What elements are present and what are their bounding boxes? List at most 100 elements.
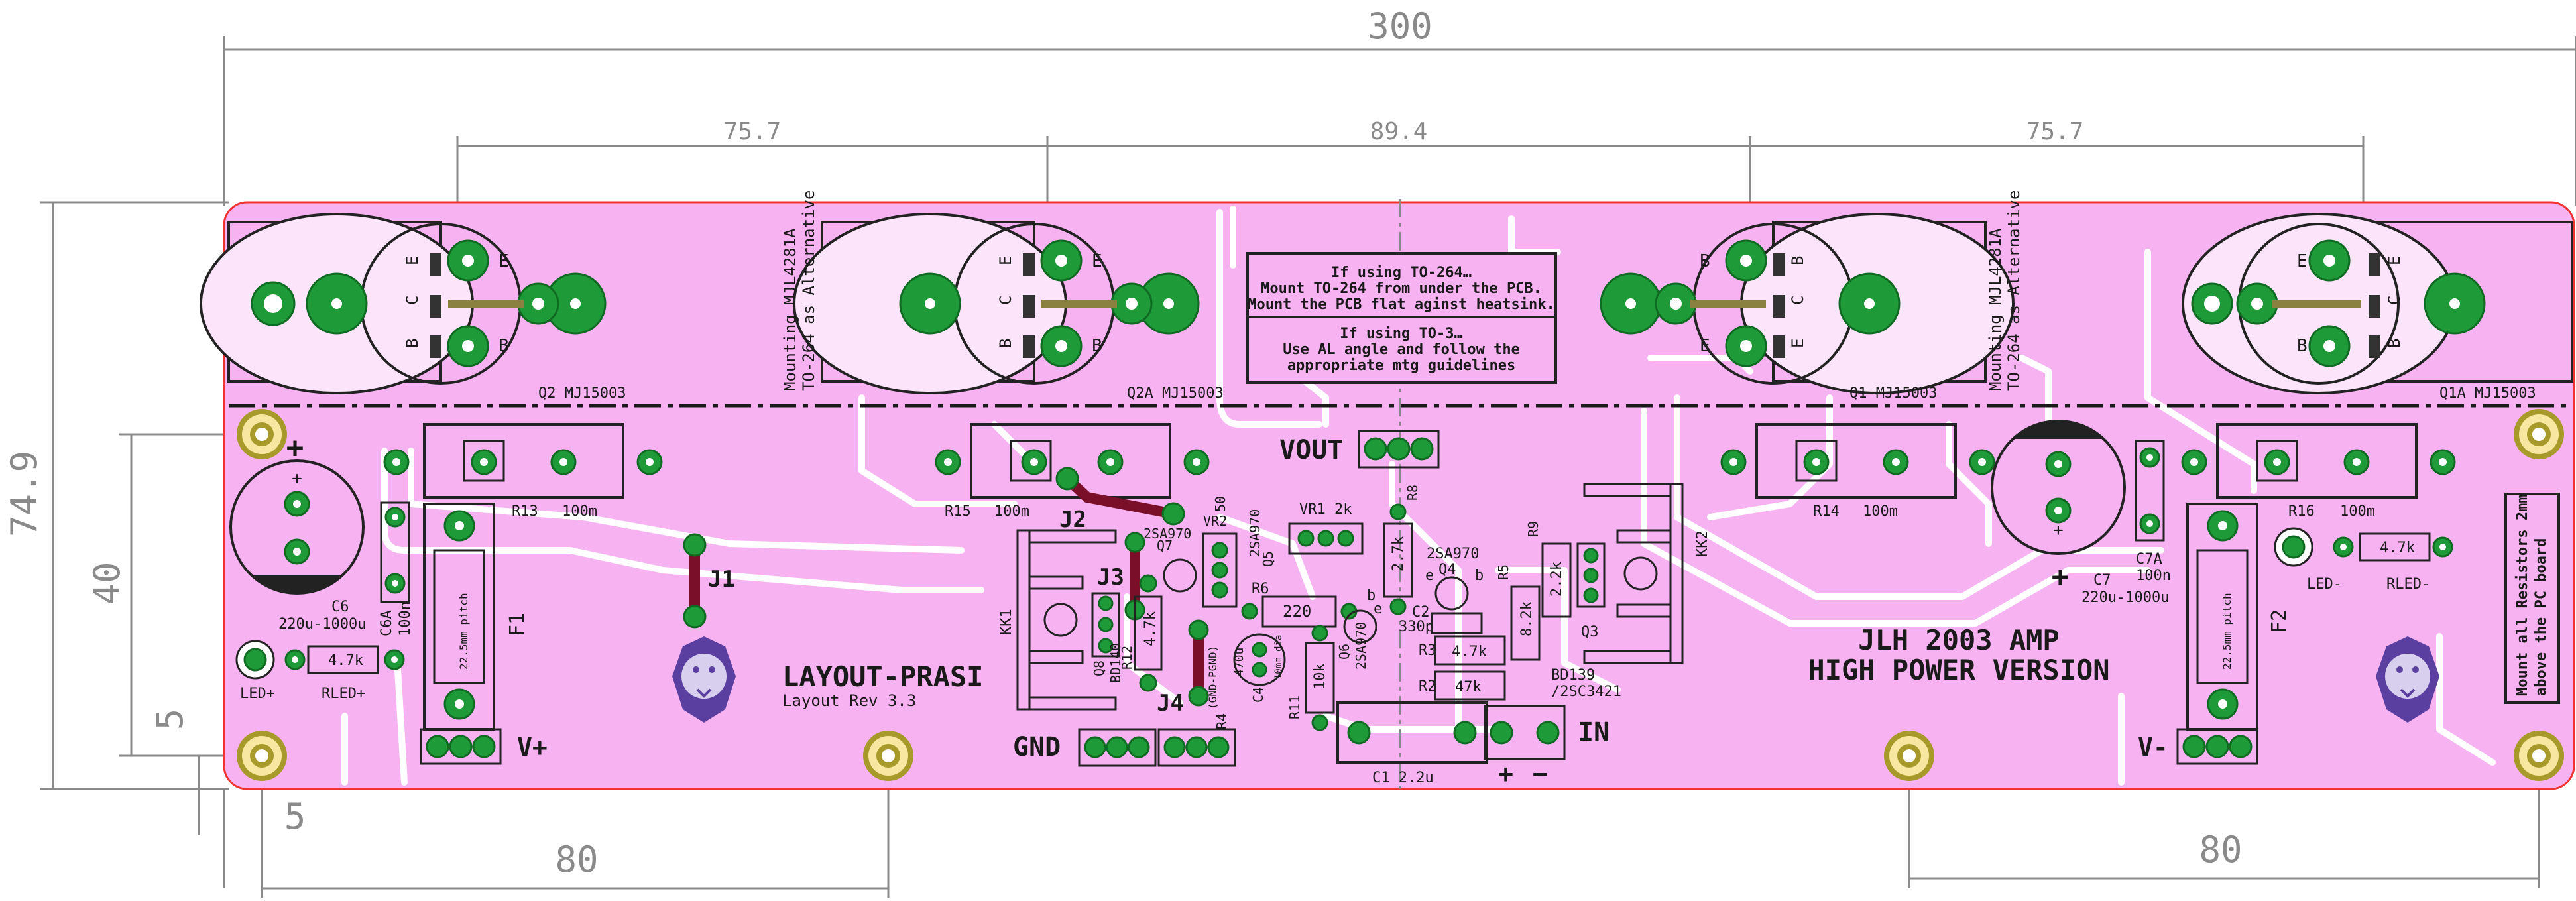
- svg-text:above the PC board: above the PC board: [2533, 538, 2549, 696]
- alt-mount-note-right-2: TO-264 as Alternative: [2005, 190, 2023, 391]
- svg-text:8.2k: 8.2k: [1519, 601, 1535, 636]
- dim-overall-width: 300: [1368, 5, 1433, 47]
- svg-text:R5: R5: [1495, 564, 1511, 580]
- resistor-r8: 2.7k R8: [1383, 485, 1421, 615]
- svg-text:R13: R13: [512, 503, 538, 520]
- svg-text:F2: F2: [2268, 609, 2291, 633]
- svg-text:VR1 2k: VR1 2k: [1299, 501, 1352, 518]
- svg-text:R6: R6: [1252, 581, 1269, 597]
- q2a-label: Q2A MJ15003: [1127, 385, 1224, 402]
- capacitor-c6: + C6 220u-1000u: [229, 459, 366, 632]
- svg-text:22.5mm pitch: 22.5mm pitch: [2221, 593, 2233, 670]
- svg-text:2SA970: 2SA970: [1143, 526, 1191, 542]
- transistor-q1a: E B E C B Q1A MJ15003: [2182, 213, 2573, 402]
- svg-text:R14: R14: [1813, 503, 1840, 520]
- dimension-lines: [40, 36, 2576, 898]
- led-minus: LED-: [2274, 527, 2342, 593]
- connector-vplus: V+: [420, 728, 548, 765]
- svg-text:C2: C2: [1412, 604, 1430, 621]
- svg-text:100m: 100m: [994, 503, 1029, 520]
- note-to3-title: If using TO-3…: [1340, 326, 1462, 342]
- heatsink-kk1: KK1: [998, 529, 1117, 711]
- alt-mount-note-right-1: Mounting MJL4281A: [1986, 228, 2005, 391]
- svg-text:E: E: [1700, 336, 1710, 356]
- fuse-f2: 22.5mm pitch F2: [2186, 503, 2291, 731]
- svg-text:J3: J3: [1097, 564, 1124, 591]
- svg-text:e: e: [1374, 601, 1382, 617]
- svg-text:KK1: KK1: [998, 609, 1015, 635]
- svg-text:B: B: [403, 339, 422, 348]
- svg-text:4.7k: 4.7k: [1142, 611, 1159, 646]
- svg-text:R9: R9: [1525, 521, 1541, 537]
- svg-text:RLED-: RLED-: [2386, 576, 2430, 593]
- dim-span-left: 75.7: [724, 118, 782, 145]
- svg-text:RLED+: RLED+: [322, 686, 365, 702]
- svg-text:E: E: [2297, 251, 2308, 271]
- capacitor-c7: + C7 220u-1000u: [1991, 420, 2169, 606]
- svg-text:Q6: Q6: [1336, 644, 1352, 660]
- resistor-mount-note: Mount all Resistors 2mm above the PC boa…: [2504, 493, 2560, 704]
- svg-text:2SA970: 2SA970: [1247, 509, 1263, 557]
- svg-text:E: E: [498, 251, 509, 271]
- svg-text:R8: R8: [1405, 485, 1421, 501]
- svg-text:+: +: [292, 469, 302, 489]
- in-label: IN: [1578, 717, 1610, 748]
- mounting-hole: [1884, 731, 1934, 781]
- svg-text:10mm dia: 10mm dia: [1273, 635, 1284, 680]
- ground-connector: GND: [1013, 728, 1236, 767]
- svg-text:E: E: [403, 256, 422, 265]
- title-line1: JLH 2003 AMP: [1858, 624, 2059, 656]
- note-to3-line1: Use AL angle and follow the: [1283, 341, 1520, 358]
- svg-text:B: B: [498, 336, 509, 356]
- mounting-hole: [863, 731, 913, 781]
- mounting-hole: [237, 731, 287, 781]
- svg-text:C7A: C7A: [2136, 551, 2162, 568]
- resistor-rled-plus: 4.7k RLED+: [284, 645, 405, 702]
- jumper-j1: J1: [683, 533, 735, 629]
- svg-text:e: e: [1425, 568, 1434, 584]
- capacitor-c1: C1 2.2u: [1336, 701, 1488, 786]
- alt-mount-note-left-2: TO-264 as Alternative: [799, 190, 818, 391]
- svg-text:Q4: Q4: [1438, 562, 1456, 578]
- layout-revision: Layout Rev 3.3: [782, 691, 916, 710]
- svg-text:C: C: [996, 296, 1015, 305]
- dim-overall-height: 74.9: [3, 451, 45, 537]
- resistor-r6: R6 220: [1241, 581, 1358, 628]
- svg-text:C7: C7: [2093, 572, 2111, 589]
- svg-text:100n: 100n: [2136, 568, 2171, 584]
- svg-text:47k: 47k: [1455, 679, 1482, 695]
- svg-text:Mount all Resistors 2mm: Mount all Resistors 2mm: [2514, 494, 2531, 696]
- connector-vminus: V-: [2138, 728, 2258, 765]
- transistor-q2: E B E C B Q2 MJ15003: [200, 213, 626, 402]
- gnd-label: GND: [1013, 732, 1061, 762]
- transistor-q6: Q6 2SA970 e b: [1336, 587, 1382, 670]
- alt-mount-note-left-1: Mounting MJL4281A: [781, 228, 799, 391]
- svg-text:−: −: [1533, 759, 1548, 788]
- transistor-q4: 2SA970 Q4 e b: [1425, 546, 1484, 611]
- dim-hole-pitch-v: 40: [86, 562, 128, 605]
- svg-text:100m: 100m: [2340, 503, 2375, 520]
- dim-hole-span-left: 80: [555, 839, 598, 880]
- svg-text:4.7k: 4.7k: [328, 652, 363, 669]
- svg-text:330p: 330p: [1399, 619, 1434, 635]
- svg-text:BD140: BD140: [1108, 643, 1124, 683]
- mounting-note-box: If using TO-264… Mount TO-264 from under…: [1246, 252, 1557, 384]
- transistor-q3: Q3 BD139 /2SC3421: [1551, 542, 1621, 700]
- jumper-j4: J4 (GND-PGND): [1157, 619, 1219, 717]
- svg-text:KK2: KK2: [1694, 530, 1711, 557]
- svg-text:B: B: [1788, 256, 1807, 265]
- svg-text:/2SC3421: /2SC3421: [1551, 684, 1621, 700]
- svg-text:R2: R2: [1419, 678, 1436, 695]
- dim-span-center: 89.4: [1370, 118, 1428, 145]
- svg-text:2.7k: 2.7k: [1390, 536, 1407, 571]
- svg-text:100m: 100m: [1863, 503, 1898, 520]
- trimmer-vr2: VR2 50: [1202, 496, 1238, 608]
- output-connector: VOUT: [1279, 430, 1440, 469]
- transistor-q5: Q5 2SA970: [1247, 509, 1276, 567]
- svg-text:(GND-PGND): (GND-PGND): [1206, 646, 1219, 709]
- transistor-q7: Q7 2SA970: [1143, 526, 1197, 593]
- transistor-q2a: E B E C B Q2A MJ15003: [793, 213, 1224, 402]
- mounting-hole: [237, 409, 287, 459]
- svg-text:Q7: Q7: [1157, 538, 1173, 554]
